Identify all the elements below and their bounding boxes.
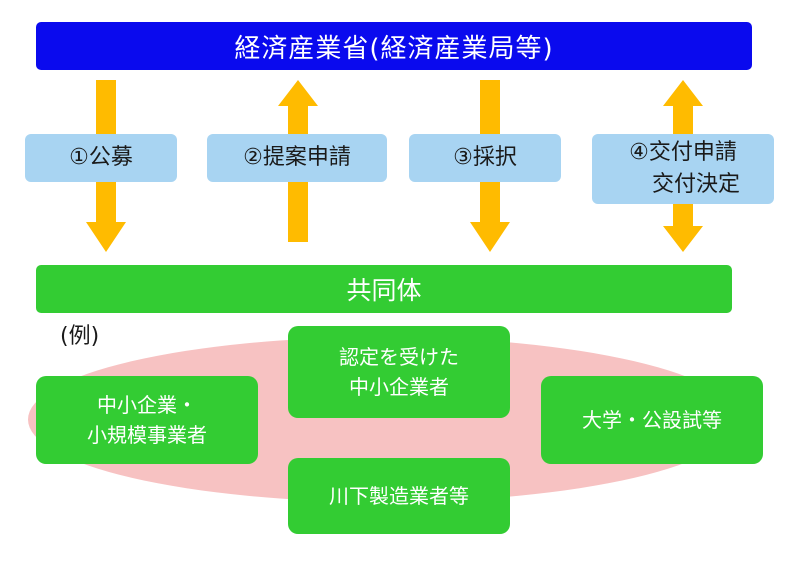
step-box-1: ①公募	[25, 134, 177, 182]
step-label: ②提案申請	[243, 145, 351, 170]
member-line-1: 中小企業・	[97, 393, 197, 417]
step-box-4: ④交付申請 交付決定	[592, 134, 774, 204]
member-box-sme: 中小企業・ 小規模事業者	[36, 376, 258, 464]
member-line-2: 中小企業者	[349, 375, 449, 399]
member-box-certified: 認定を受けた 中小企業者	[288, 326, 510, 418]
group-bar: 共同体	[36, 265, 732, 313]
member-line-1: 川下製造業者等	[329, 484, 469, 508]
step-label-line-1: ④交付申請	[629, 140, 737, 165]
member-line-1: 大学・公設試等	[582, 408, 722, 432]
step-label: ③採択	[453, 145, 517, 170]
group-label: 共同体	[346, 276, 422, 305]
member-box-downstream: 川下製造業者等	[288, 458, 510, 534]
step-box-2: ②提案申請	[207, 134, 387, 182]
step-box-3: ③採択	[409, 134, 561, 182]
member-line-2: 小規模事業者	[87, 423, 207, 447]
step-label: ①公募	[69, 145, 133, 170]
member-line-1: 認定を受けた	[339, 345, 459, 369]
step-label-line-2: 交付決定	[651, 172, 740, 197]
member-box-university: 大学・公設試等	[541, 376, 763, 464]
ministry-banner: 経済産業省(経済産業局等)	[36, 22, 752, 70]
ministry-label: 経済産業省(経済産業局等)	[234, 33, 554, 64]
example-label: (例)	[60, 324, 100, 349]
